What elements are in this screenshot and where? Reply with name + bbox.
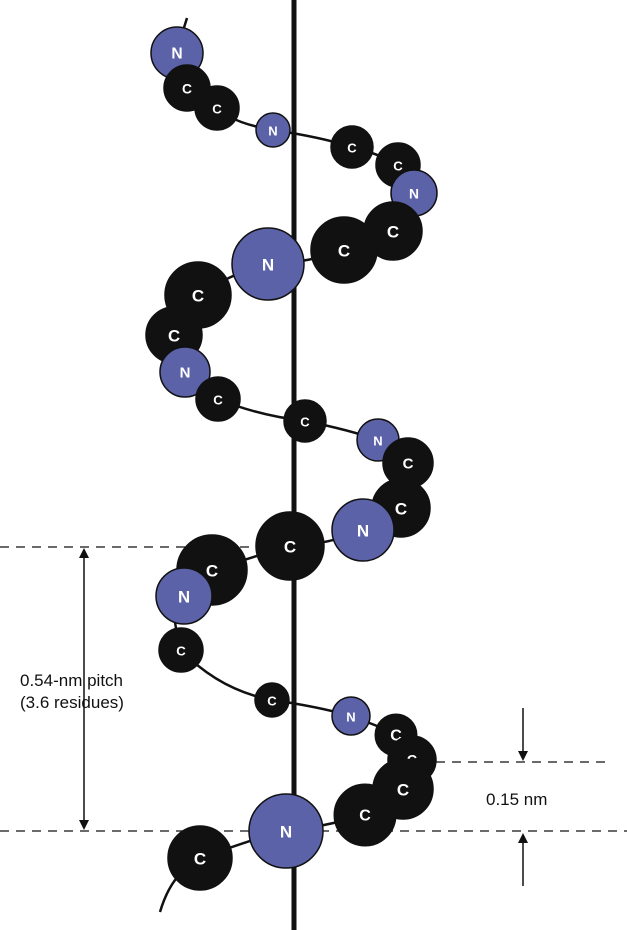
nitrogen-atom-13: N <box>159 346 211 398</box>
atom-label: C <box>359 808 371 825</box>
atom-label: N <box>178 588 190 607</box>
atom-circle <box>372 758 434 820</box>
atom-label: N <box>180 365 191 382</box>
atom-circle <box>255 511 325 581</box>
atom-circle <box>159 346 211 398</box>
atom-label: C <box>206 562 218 581</box>
atom-label: C <box>182 82 192 97</box>
atom-label: C <box>395 500 407 519</box>
atoms: NCCNCCNCCNCCNCCNCCNCCNCCNCCCCNC <box>145 26 438 891</box>
atom-label: N <box>280 823 292 842</box>
atom-circle <box>195 376 241 422</box>
atom-label: C <box>393 159 403 174</box>
atom-circle <box>248 793 324 869</box>
atom-label: C <box>213 393 223 408</box>
atom-label: C <box>168 327 180 346</box>
atom-label: C <box>387 223 399 242</box>
atom-label: N <box>346 710 355 725</box>
carbon-atom-5: C <box>330 125 374 169</box>
dimension-lines <box>0 546 627 832</box>
atom-label: C <box>192 287 204 306</box>
nitrogen-atom-25: N <box>331 696 371 736</box>
nitrogen-atom-4: N <box>255 112 291 148</box>
atom-label: C <box>403 456 414 473</box>
atom-label: C <box>267 694 277 709</box>
atom-circle <box>255 112 291 148</box>
carbon-atom-17: C <box>382 437 434 489</box>
nitrogen-atom-19: N <box>331 498 395 562</box>
atom-label: N <box>409 187 419 202</box>
carbon-atom-8: C <box>363 201 423 261</box>
atom-circle <box>254 682 290 718</box>
carbon-atom-20: C <box>255 511 325 581</box>
atom-label: N <box>171 46 182 63</box>
atom-circle <box>331 498 395 562</box>
atom-label: C <box>194 850 206 869</box>
atom-circle <box>310 216 378 284</box>
carbon-atom-24: C <box>254 682 290 718</box>
carbon-atom-27: C <box>372 758 434 820</box>
nitrogen-atom-10: N <box>231 227 305 301</box>
carbon-atom-14: C <box>195 376 241 422</box>
atom-circle <box>158 627 204 673</box>
atom-circle <box>331 696 371 736</box>
atom-label: C <box>338 242 350 261</box>
atom-label: C <box>347 141 357 156</box>
atom-label: C <box>397 781 409 800</box>
pitch-label-line1: 0.54-nm pitch <box>20 671 123 690</box>
carbon-atom-15: C <box>283 399 327 443</box>
carbon-atom-3: C <box>194 85 240 131</box>
atom-label: C <box>284 538 296 557</box>
atom-circle <box>167 825 233 891</box>
carbon-atom-9: C <box>310 216 378 284</box>
nitrogen-atom-22: N <box>155 567 213 625</box>
nitrogen-atom-28: N <box>248 793 324 869</box>
atom-label: C <box>300 415 310 430</box>
atom-circle <box>194 85 240 131</box>
carbon-atom-29: C <box>167 825 233 891</box>
atom-label: C <box>212 102 222 117</box>
atom-label: N <box>262 256 274 275</box>
atom-label: C <box>176 644 186 659</box>
pitch-label-line2: (3.6 residues) <box>20 693 124 712</box>
atom-circle <box>283 399 327 443</box>
rise-label: 0.15 nm <box>486 790 547 809</box>
atom-label: N <box>357 522 369 541</box>
atom-circle <box>330 125 374 169</box>
carbon-atom-23: C <box>158 627 204 673</box>
atom-label: N <box>373 434 382 449</box>
atom-circle <box>155 567 213 625</box>
atom-circle <box>231 227 305 301</box>
atom-label: N <box>268 124 277 139</box>
